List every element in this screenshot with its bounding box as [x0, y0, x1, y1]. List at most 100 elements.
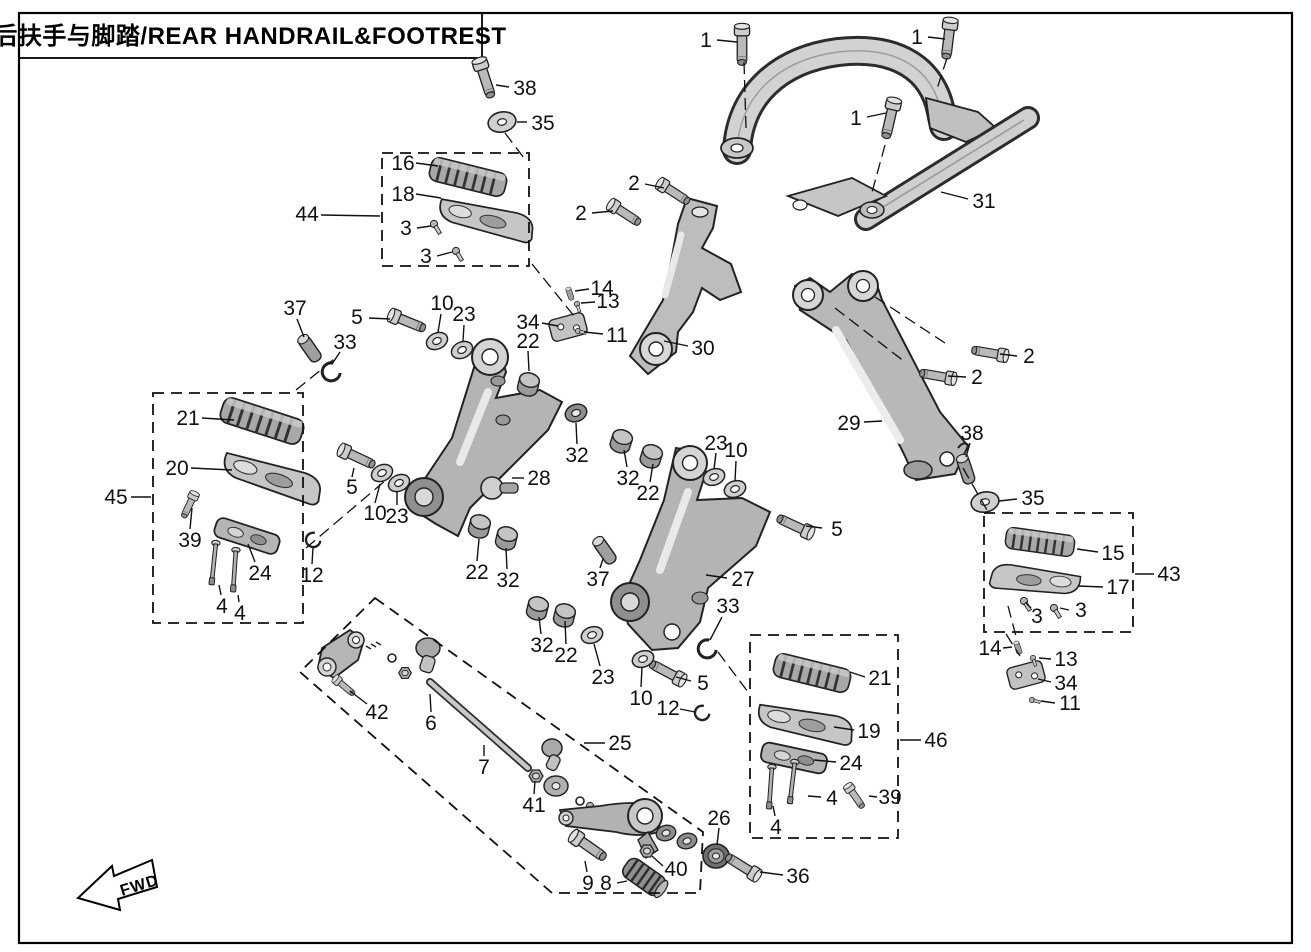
callout-leader-23 — [462, 324, 465, 342]
callout-18: 18 — [391, 183, 414, 206]
callout-23: 23 — [452, 303, 475, 326]
part-30-handrail-bracket-left — [628, 196, 743, 376]
callout-33: 33 — [716, 595, 739, 618]
callout-leader-19 — [833, 726, 855, 731]
part-22-bushing — [551, 601, 578, 630]
part-32-bushing — [524, 594, 551, 623]
callout-leader-9 — [584, 860, 588, 873]
callout-leader-14 — [1002, 646, 1013, 649]
part-3-screw — [428, 218, 444, 236]
callout-29: 29 — [837, 412, 860, 435]
part-37-pin — [295, 331, 324, 365]
part-35-washer — [485, 108, 519, 136]
part-38-bolt-hook — [957, 442, 970, 449]
part-12-circlip — [690, 702, 712, 725]
callout-leader-5 — [351, 467, 355, 478]
callout-14: 14 — [590, 277, 614, 300]
callout-leader-13 — [1038, 657, 1052, 660]
callout-leader-1 — [716, 39, 738, 43]
callout-8: 8 — [600, 872, 612, 895]
part-15-footrest-rubber — [1003, 525, 1077, 559]
part-23-lock-washer — [578, 622, 606, 648]
part-41-nut — [528, 769, 544, 783]
callout-leader-42 — [349, 690, 368, 705]
callout-1: 1 — [700, 29, 712, 52]
part-5-bolt — [334, 441, 379, 473]
assembly-box-label-43: 43 — [1157, 563, 1180, 586]
callout-2: 2 — [1023, 345, 1035, 368]
callout-leader-32 — [623, 449, 628, 468]
callout-leader-22 — [649, 463, 654, 483]
callout-leader-2 — [591, 210, 614, 214]
part-38-bolt — [954, 452, 977, 486]
assembly-44-front-footrest-left — [426, 154, 538, 263]
callout-41: 41 — [522, 794, 545, 817]
callout-12: 12 — [656, 697, 679, 720]
callout-12: 12 — [300, 564, 323, 587]
assembly-25-shift-linkage — [316, 628, 700, 899]
callout-leader-39 — [868, 795, 878, 798]
callout-34: 34 — [1054, 672, 1078, 695]
callout-leader-6 — [429, 693, 432, 713]
part-6-rod-end-lower — [541, 738, 602, 816]
part-2-socket-bolt — [604, 196, 645, 230]
part-24-footrest-plate — [211, 515, 283, 557]
callout-23: 23 — [704, 432, 727, 455]
callout-leader-3 — [1059, 607, 1070, 611]
callout-32: 32 — [565, 444, 588, 467]
callout-17: 17 — [1106, 576, 1129, 599]
callout-leader-10 — [734, 460, 737, 482]
part-21-footrest-rubber — [216, 394, 308, 448]
title-box — [18, 12, 483, 59]
callout-14: 14 — [978, 637, 1002, 660]
part-26-washer-disc — [702, 843, 730, 869]
callout-13: 13 — [596, 290, 619, 313]
part-5-bolt — [384, 306, 429, 337]
callout-leader-37 — [296, 318, 305, 338]
callout-42: 42 — [365, 701, 388, 724]
drawing-frame — [17, 11, 1294, 945]
part-33-circlip — [693, 636, 720, 663]
callout-leader-10 — [640, 666, 643, 688]
callout-leader-3 — [416, 225, 432, 229]
part-35-washer — [968, 488, 1002, 516]
part-4-screw — [206, 539, 221, 586]
callout-leader-10 — [374, 483, 381, 504]
callout-13: 13 — [1054, 648, 1077, 671]
callout-5: 5 — [697, 672, 709, 695]
callout-2: 2 — [971, 366, 983, 389]
callout-leader-24 — [813, 759, 837, 763]
callout-24: 24 — [248, 562, 272, 585]
callout-15: 15 — [1101, 542, 1124, 565]
callout-37: 37 — [586, 568, 609, 591]
callout-leader-13 — [580, 301, 596, 304]
callout-leader-5 — [805, 525, 823, 529]
callout-leader-34 — [541, 322, 559, 327]
assembly-box-label-44: 44 — [295, 203, 319, 226]
callout-leader-33 — [331, 351, 341, 365]
callout-leader-22 — [476, 538, 480, 562]
spring-detail — [365, 641, 382, 650]
callout-24: 24 — [839, 752, 863, 775]
callout-22: 22 — [554, 644, 577, 667]
part-4-screw — [764, 763, 777, 810]
assembly-box-46 — [749, 634, 899, 839]
part-39-bolt — [178, 488, 201, 521]
part-1-flange-bolt — [877, 95, 904, 141]
callout-34: 34 — [516, 311, 540, 334]
callout-3: 3 — [1031, 605, 1043, 628]
part-34-plate — [547, 311, 589, 343]
callout-leader-15 — [1076, 548, 1099, 553]
assembly-box-leader-44 — [320, 214, 381, 217]
callout-35: 35 — [531, 112, 554, 135]
callout-leader-32 — [575, 422, 578, 445]
callout-leader-4 — [237, 594, 240, 603]
part-16-footrest-rubber — [426, 154, 510, 200]
callout-leader-21 — [849, 671, 866, 678]
callout-4: 4 — [216, 595, 228, 618]
part-22-bushing — [637, 441, 665, 472]
callout-21: 21 — [868, 667, 891, 690]
part-39-bolt — [841, 780, 868, 812]
callout-5: 5 — [831, 518, 843, 541]
